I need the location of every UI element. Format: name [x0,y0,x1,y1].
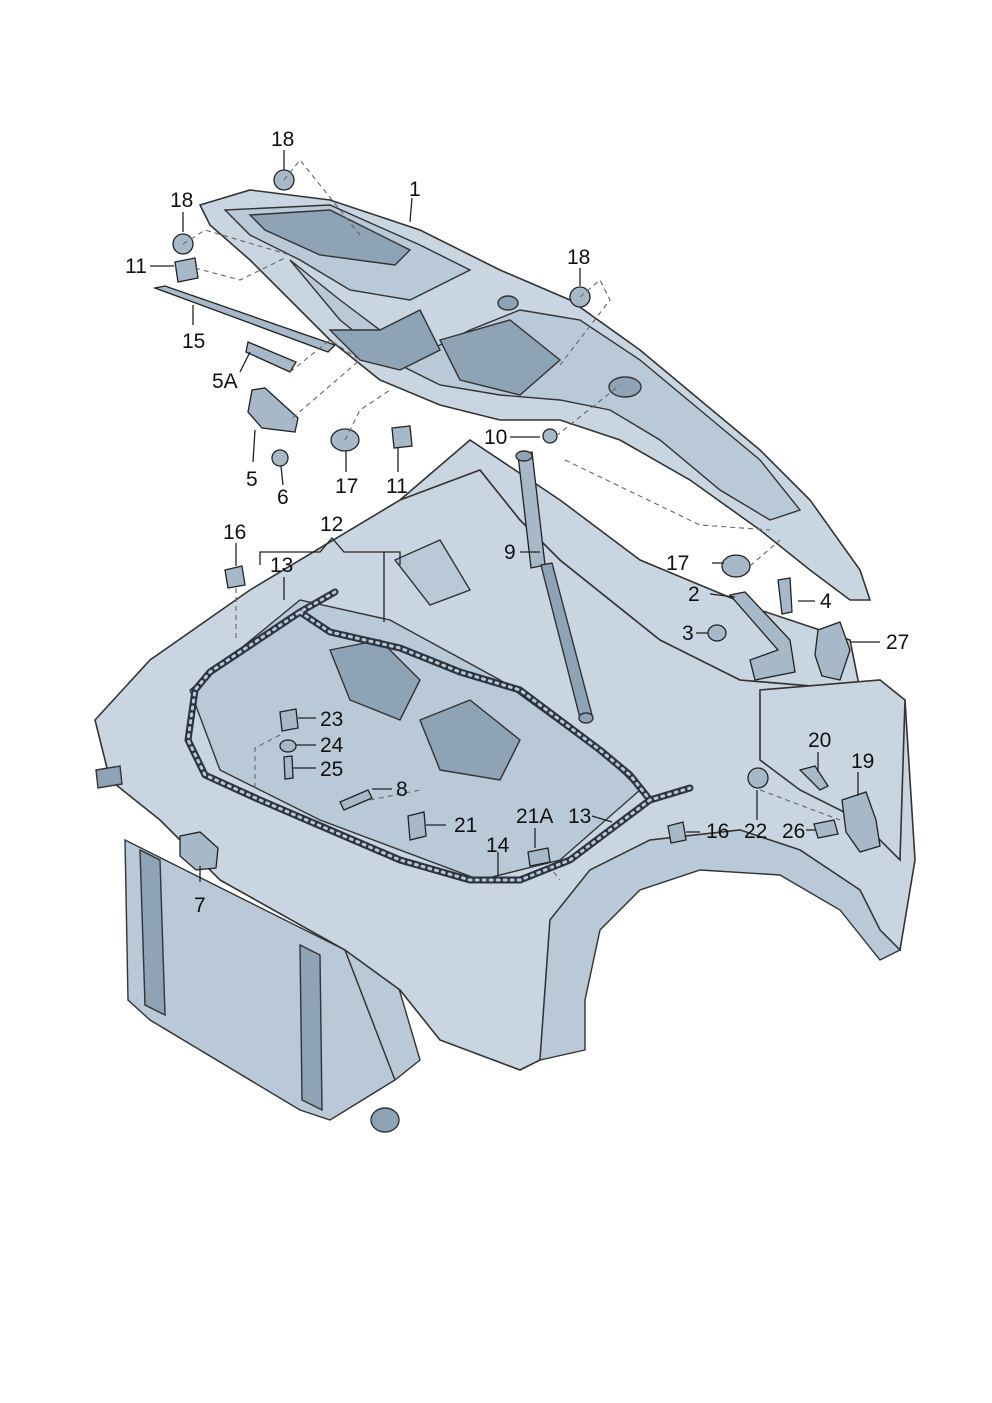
label-9: 9 [504,541,516,564]
hood-seal [184,588,694,884]
label-2: 2 [688,583,700,606]
label-11a: 11 [125,255,147,278]
label-26: 26 [782,820,805,843]
label-25: 25 [320,758,343,781]
label-17a: 17 [335,475,358,498]
label-11b: 11 [386,475,408,498]
label-10: 10 [484,426,507,449]
label-13b: 13 [568,805,591,828]
label-18c: 18 [567,246,590,269]
label-16a: 16 [223,521,246,544]
label-16b: 16 [706,820,729,843]
label-6: 6 [277,486,289,509]
label-19: 19 [851,750,874,773]
label-3: 3 [682,622,694,645]
label-18a: 18 [271,128,294,151]
label-27: 27 [886,631,909,654]
label-4: 4 [820,590,832,613]
leader-lines [150,150,880,882]
small-parts [152,169,881,871]
callout-labels: 1 2 3 4 5 5A 6 7 8 9 10 11 11 12 13 13 1… [125,128,909,917]
label-14: 14 [486,834,510,857]
label-15: 15 [182,330,205,353]
label-23: 23 [320,708,343,731]
label-21a: 21A [516,805,553,828]
label-1: 1 [409,178,421,201]
label-22: 22 [744,820,767,843]
gas-strut [515,450,594,724]
label-24: 24 [320,734,344,757]
label-20: 20 [808,729,831,752]
dashed-guide-lines [182,159,841,881]
label-13a: 13 [270,554,293,577]
label-12: 12 [320,513,343,536]
hood-panel [198,189,872,601]
label-8: 8 [396,778,408,801]
label-18b: 18 [170,189,193,212]
label-7: 7 [194,894,206,917]
label-5: 5 [246,468,258,491]
label-17b: 17 [666,552,689,575]
label-21: 21 [454,814,477,837]
label-5a: 5A [212,370,238,393]
